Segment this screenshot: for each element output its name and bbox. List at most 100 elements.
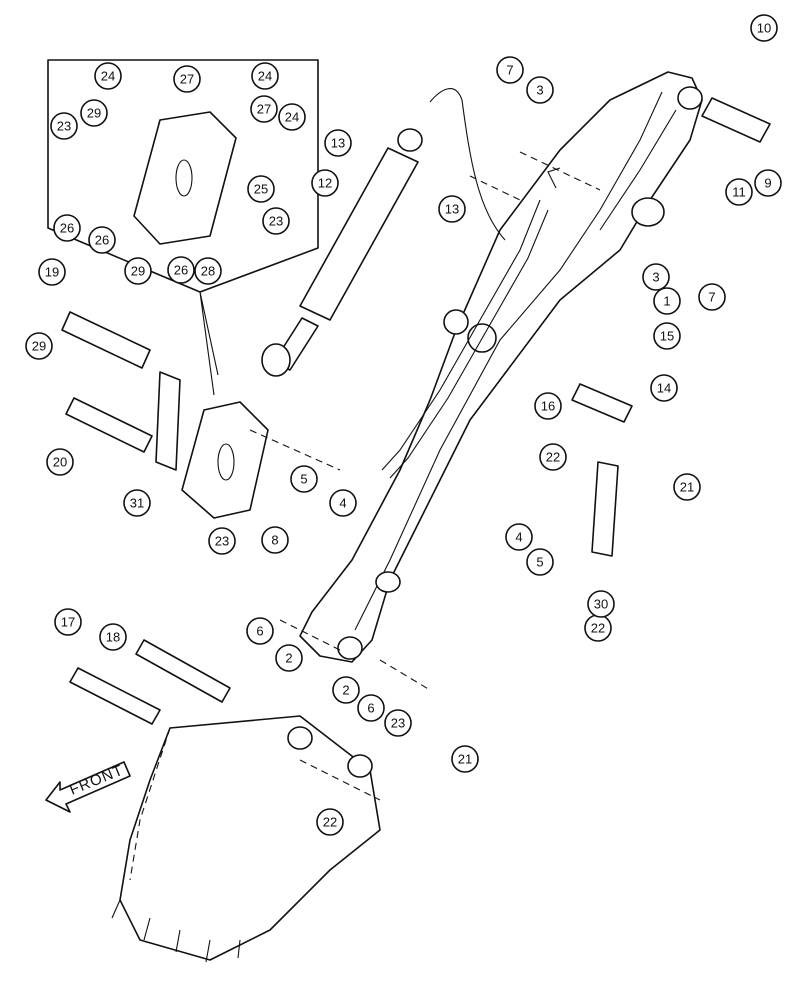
callout-number: 23	[57, 119, 71, 134]
callout-circle	[451, 745, 479, 773]
callout-circle	[99, 623, 127, 651]
callout-3: 3	[526, 76, 554, 104]
callout-number: 22	[323, 815, 337, 830]
callout-13: 13	[324, 129, 352, 157]
inset-link-assembly	[133, 111, 237, 245]
callout-23: 23	[384, 709, 412, 737]
callout-16: 16	[534, 392, 562, 420]
callout-18: 18	[99, 623, 127, 651]
callout-4: 4	[505, 523, 533, 551]
callout-circle	[167, 256, 195, 284]
callout-22: 22	[539, 443, 567, 471]
callout-15: 15	[653, 322, 681, 350]
callout-number: 22	[546, 450, 560, 465]
callout-circle	[539, 443, 567, 471]
callout-number: 19	[45, 265, 59, 280]
callout-1: 1	[653, 287, 681, 315]
callout-number: 6	[367, 701, 374, 716]
callout-layer: 1223344556677891011121313141516171819202…	[25, 14, 782, 836]
callout-21: 21	[673, 473, 701, 501]
detail-leader-lines	[199, 291, 219, 396]
callout-circle	[698, 283, 726, 311]
callout-number: 5	[536, 555, 543, 570]
callout-12: 12	[311, 169, 339, 197]
callout-number: 24	[285, 110, 299, 125]
callout-circle	[194, 257, 222, 285]
callout-2: 2	[332, 676, 360, 704]
callout-13: 13	[438, 195, 466, 223]
callout-circle	[247, 175, 275, 203]
callout-number: 13	[445, 202, 459, 217]
callout-number: 15	[660, 329, 674, 344]
callout-circle	[653, 322, 681, 350]
callout-number: 4	[515, 530, 522, 545]
callout-circle	[329, 489, 357, 517]
callout-23: 23	[208, 527, 236, 555]
callout-11: 11	[725, 178, 753, 206]
inset-link-slot	[175, 159, 193, 197]
callout-26: 26	[53, 214, 81, 242]
callout-circle	[246, 617, 274, 645]
callout-20: 20	[46, 448, 74, 476]
callout-24: 24	[94, 62, 122, 90]
callout-number: 16	[541, 399, 555, 414]
callout-circle	[384, 709, 412, 737]
callout-number: 3	[652, 270, 659, 285]
stick-cylinder-boss-2	[443, 309, 469, 335]
callout-9: 9	[754, 169, 782, 197]
callout-number: 10	[757, 21, 771, 36]
alignment-lines	[249, 151, 601, 801]
callout-28: 28	[194, 257, 222, 285]
callout-number: 21	[680, 480, 694, 495]
callout-number: 24	[258, 69, 272, 84]
callout-circle	[750, 14, 778, 42]
callout-number: 3	[536, 83, 543, 98]
callout-26: 26	[88, 226, 116, 254]
pin-18	[135, 639, 231, 703]
callout-14: 14	[650, 374, 678, 402]
callout-circle	[754, 169, 782, 197]
callout-number: 29	[131, 264, 145, 279]
callout-circle	[94, 62, 122, 90]
callout-circle	[650, 374, 678, 402]
callout-number: 23	[215, 534, 229, 549]
pin-14	[571, 383, 633, 423]
callout-5: 5	[290, 465, 318, 493]
callout-circle	[290, 465, 318, 493]
callout-19: 19	[38, 258, 66, 286]
callout-7: 7	[698, 283, 726, 311]
callout-number: 1	[663, 294, 670, 309]
callout-circle	[725, 178, 753, 206]
callout-circle	[505, 523, 533, 551]
callout-circle	[208, 527, 236, 555]
callout-number: 14	[657, 381, 671, 396]
callout-27: 27	[173, 65, 201, 93]
callout-22: 22	[584, 614, 612, 642]
bucket-link-boss	[287, 726, 313, 750]
callout-2: 2	[275, 644, 303, 672]
callout-number: 2	[285, 651, 292, 666]
callout-6: 6	[246, 617, 274, 645]
callout-circle	[251, 62, 279, 90]
callout-circle	[80, 99, 108, 127]
callout-circle	[38, 258, 66, 286]
callout-number: 25	[254, 182, 268, 197]
callout-circle	[124, 257, 152, 285]
link-pair-slot	[217, 443, 235, 481]
bucket-cylinder-rod-eye	[261, 343, 291, 377]
detail-inset-frame	[47, 59, 319, 293]
callout-21: 21	[451, 745, 479, 773]
callout-29: 29	[124, 257, 152, 285]
callout-number: 17	[61, 615, 75, 630]
callout-number: 18	[106, 630, 120, 645]
callout-26: 26	[167, 256, 195, 284]
callout-circle	[250, 95, 278, 123]
callout-circle	[438, 195, 466, 223]
callout-circle	[324, 129, 352, 157]
callout-number: 31	[130, 496, 144, 511]
callout-number: 21	[458, 752, 472, 767]
callout-circle	[534, 392, 562, 420]
callout-number: 26	[174, 263, 188, 278]
callout-number: 12	[318, 176, 332, 191]
